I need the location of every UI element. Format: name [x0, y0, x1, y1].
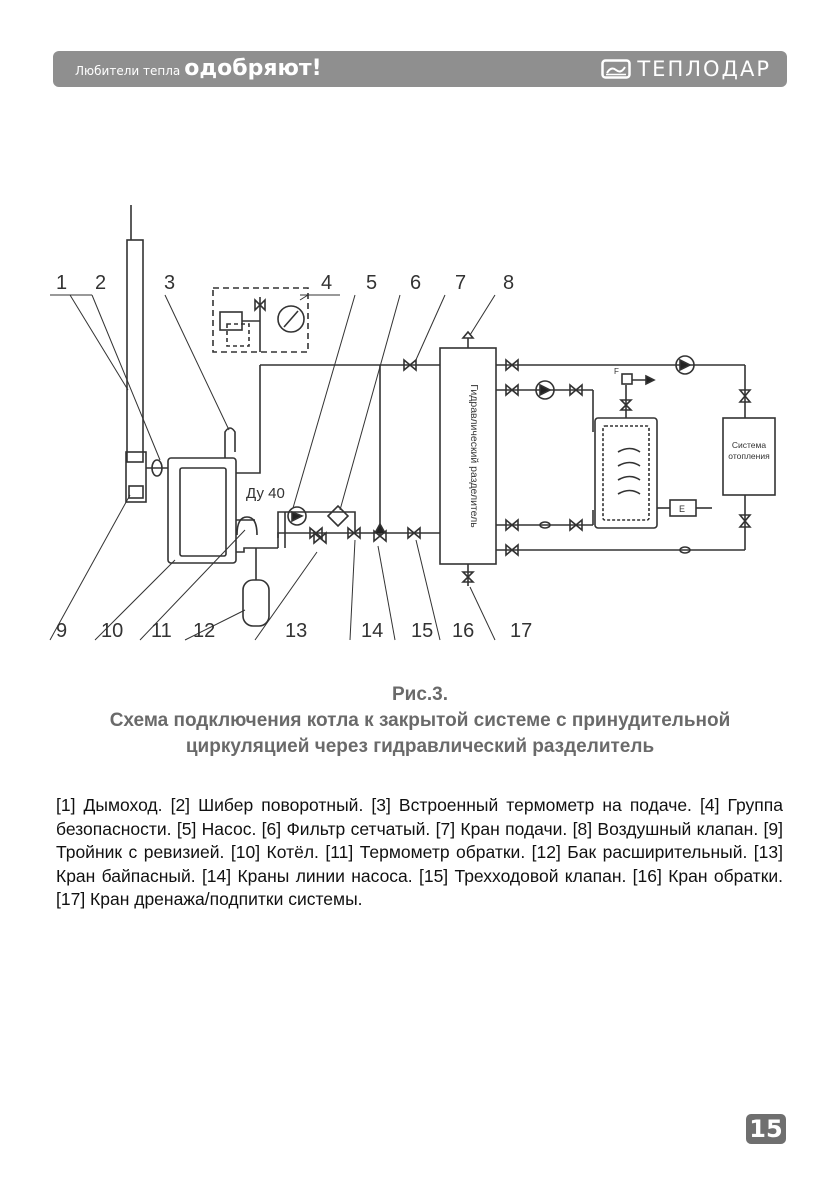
- tagline-big: одобряют!: [184, 56, 322, 81]
- callouts-top: 1 2 3 4 5 6 7 8: [56, 272, 514, 294]
- heating-system-box: Система отопления: [728, 440, 770, 461]
- page-number: 15: [746, 1114, 786, 1144]
- teplodar-logo-icon: [601, 59, 632, 79]
- brand-name: ТЕПЛОДАР: [637, 57, 771, 81]
- pump: [287, 506, 307, 526]
- supply-thermometer: [224, 427, 236, 458]
- return-valve: [407, 526, 421, 540]
- callout-7: 7: [455, 272, 466, 294]
- damper: [146, 459, 168, 477]
- mesh-filter: [326, 504, 350, 528]
- callout-5: 5: [366, 272, 377, 294]
- valve-f-label: F: [614, 367, 619, 376]
- chimney: [125, 205, 147, 503]
- drain-valve: [461, 564, 475, 586]
- callout-9: 9: [56, 620, 67, 642]
- heating-circuit: [496, 355, 776, 557]
- air-vent: [461, 330, 475, 348]
- boiler: [167, 457, 237, 564]
- callouts-bottom: 9 10 11 12 13 14 15 16 17: [56, 620, 532, 642]
- tagline-small: Любители тепла: [75, 64, 181, 78]
- callout-16: 16: [452, 620, 474, 642]
- hydraulic-separator: [439, 347, 497, 565]
- three-way-valve: [373, 522, 387, 543]
- callout-2: 2: [95, 272, 106, 294]
- header-tagline: Любители тепла одобряют!: [75, 51, 322, 87]
- callout-8: 8: [503, 272, 514, 294]
- expansion-tank: [242, 568, 270, 627]
- callout-1: 1: [56, 272, 67, 294]
- heating-system-label: Система отопления: [728, 440, 770, 461]
- figure-label: Рис.3.: [391, 684, 449, 705]
- callout-3: 3: [164, 272, 175, 294]
- pump-line-valves: [309, 526, 361, 540]
- return-pipe: [236, 511, 440, 568]
- separator-label: Гидравлический разделитель: [468, 384, 480, 528]
- legend-text: [1] Дымоход. [2] Шибер поворотный. [3] В…: [56, 795, 783, 909]
- figure-caption: Рис.3. Схема подключения котла к закрыто…: [40, 682, 800, 760]
- callout-14: 14: [361, 620, 383, 642]
- brand-logo: ТЕПЛОДАР: [601, 51, 771, 87]
- callout-17: 17: [510, 620, 532, 642]
- callout-13: 13: [285, 620, 307, 642]
- callout-11: 11: [151, 620, 172, 642]
- callout-15: 15: [411, 620, 433, 642]
- figure-title: Схема подключения котла к закрытой систе…: [109, 710, 731, 757]
- callout-6: 6: [410, 272, 421, 294]
- return-thermometer: [236, 516, 258, 536]
- callout-leaders: [49, 294, 496, 641]
- bypass-valve: [313, 531, 327, 545]
- connection-diagram: 1 2 3 4 5 6 7 8 9 10 11 12 13 14 15 16 1…: [49, 205, 776, 642]
- callout-12: 12: [193, 620, 215, 642]
- dhw-circuit: [496, 373, 712, 532]
- page-header-bar: Любители тепла одобряют! ТЕПЛОДАР: [53, 51, 787, 87]
- callout-4: 4: [321, 272, 332, 294]
- heater-label: E: [679, 504, 685, 514]
- safety-group: [212, 287, 309, 353]
- pipe-diameter-label: Ду 40: [246, 485, 285, 502]
- callout-10: 10: [101, 620, 123, 642]
